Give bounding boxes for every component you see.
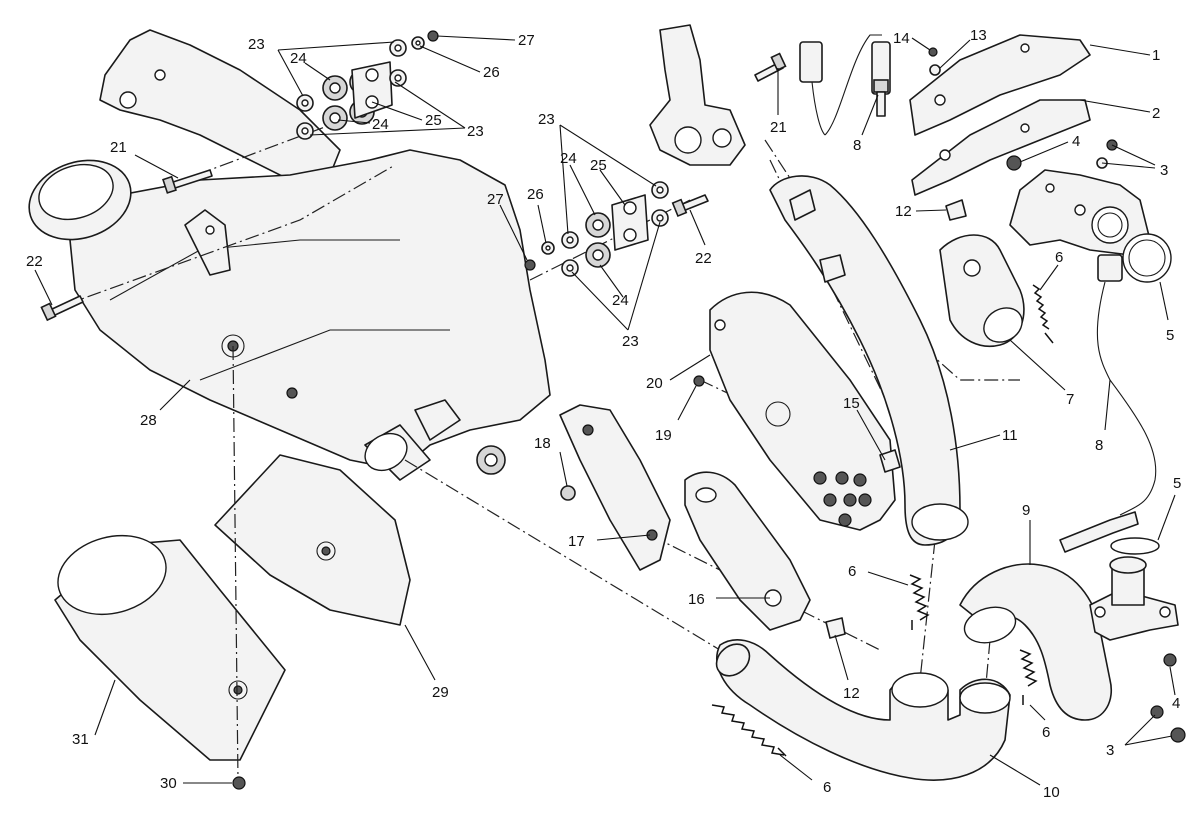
callout-22-left: 22 [26, 253, 43, 270]
silencer-end-cap [28, 159, 132, 241]
callout-31: 31 [72, 731, 89, 748]
callout-2: 2 [1152, 105, 1160, 122]
callout-30: 30 [160, 775, 177, 792]
header-cover-2 [911, 99, 1091, 196]
header-pipe-9 [959, 556, 1179, 721]
callout-6-bottom: 6 [823, 779, 831, 796]
callout-24-a: 24 [290, 50, 307, 67]
rubber-mount-set-middle [524, 181, 669, 277]
callout-14: 14 [893, 30, 910, 47]
callout-21-right: 21 [770, 119, 787, 136]
spring-6-middle [909, 574, 930, 630]
header-pipe-7 [939, 234, 1025, 347]
callout-13: 13 [970, 27, 987, 44]
screw-13-14 [928, 47, 941, 76]
callout-26-b: 26 [527, 186, 544, 203]
bolt-22-right [671, 194, 709, 218]
callout-6-middle: 6 [848, 563, 856, 580]
callout-3-bottom: 3 [1106, 742, 1114, 759]
lambda-sensor-right [1059, 254, 1157, 553]
callout-7: 7 [1066, 391, 1074, 408]
nut-18 [560, 485, 576, 501]
rubber-mount-set-top [296, 30, 439, 140]
exhaust-header-flange [1009, 169, 1151, 256]
mid-pipe-11 [769, 175, 969, 546]
callout-6-right: 6 [1042, 724, 1050, 741]
callout-22-right: 22 [695, 250, 712, 267]
callout-24-c: 24 [560, 150, 577, 167]
bolt-21-left [162, 169, 213, 194]
callout-4-top: 4 [1072, 133, 1080, 150]
callout-26-a: 26 [483, 64, 500, 81]
bolt-21-right [754, 52, 787, 82]
callout-19: 19 [655, 427, 672, 444]
clip-12-bottom [825, 617, 846, 639]
callout-leaders [34, 35, 1176, 786]
callout-28: 28 [140, 412, 157, 429]
silencer-inlet-pipe [364, 424, 431, 481]
callout-27-b: 27 [487, 191, 504, 208]
callout-23-d: 23 [622, 333, 639, 350]
gasket-5-top [1122, 233, 1172, 283]
collector-pipe-10 [715, 639, 1011, 781]
callout-29: 29 [432, 684, 449, 701]
callout-3-top: 3 [1160, 162, 1168, 179]
silencer-cover [54, 534, 286, 761]
callout-27-a: 27 [518, 32, 535, 49]
callout-23-b: 23 [467, 123, 484, 140]
callout-24-b: 24 [372, 116, 389, 133]
heat-shield-17 [559, 404, 671, 571]
callout-23-c: 23 [538, 111, 555, 128]
screw-19 [693, 375, 705, 387]
callout-numbers: 1 2 3 4 5 6 7 8 8 9 10 11 12 12 13 14 15… [26, 27, 1181, 801]
washers-3-bottom [1150, 705, 1186, 743]
callout-8-right: 8 [1095, 437, 1103, 454]
gasket-5-bottom [1110, 537, 1160, 555]
callout-17: 17 [568, 533, 585, 550]
callout-16: 16 [688, 591, 705, 608]
bolt-22-left [40, 295, 84, 322]
stud-30 [232, 776, 246, 790]
callout-1: 1 [1152, 47, 1160, 64]
callout-10: 10 [1043, 784, 1060, 801]
callout-25-a: 25 [425, 112, 442, 129]
callout-5-top: 5 [1166, 327, 1174, 344]
nut-4-bottom [1163, 653, 1177, 667]
spring-6-right [1019, 649, 1038, 705]
callout-12-top: 12 [895, 203, 912, 220]
callout-20: 20 [646, 375, 663, 392]
callout-5-bottom: 5 [1173, 475, 1181, 492]
heat-shield-16 [684, 471, 811, 631]
callout-6-top: 6 [1055, 249, 1063, 266]
frame-bracket-right [649, 24, 746, 166]
heat-shield-20 [709, 291, 896, 531]
clip-15 [879, 449, 901, 473]
silencer-clamp [414, 399, 506, 475]
callout-25-b: 25 [590, 157, 607, 174]
callout-23-a: 23 [248, 36, 265, 53]
callout-12-bottom: 12 [843, 685, 860, 702]
callout-15: 15 [843, 395, 860, 412]
silencer-mount-bracket [184, 209, 231, 276]
spring-6-top [1032, 284, 1054, 344]
heat-shield-lower [214, 454, 411, 626]
clip-12-top [945, 199, 967, 221]
callout-8-top: 8 [853, 137, 861, 154]
callout-24-d: 24 [612, 292, 629, 309]
nut-4-top [1006, 155, 1022, 171]
callout-18: 18 [534, 435, 551, 452]
callout-4-bottom: 4 [1172, 695, 1180, 712]
spring-6-bottom-left [711, 704, 787, 757]
header-cover-1 [909, 34, 1091, 136]
callout-21-left: 21 [110, 139, 127, 156]
lambda-sensor-top [799, 34, 891, 136]
callout-11: 11 [1002, 427, 1018, 444]
callout-9: 9 [1022, 502, 1030, 519]
frame-bracket-left [99, 29, 341, 186]
